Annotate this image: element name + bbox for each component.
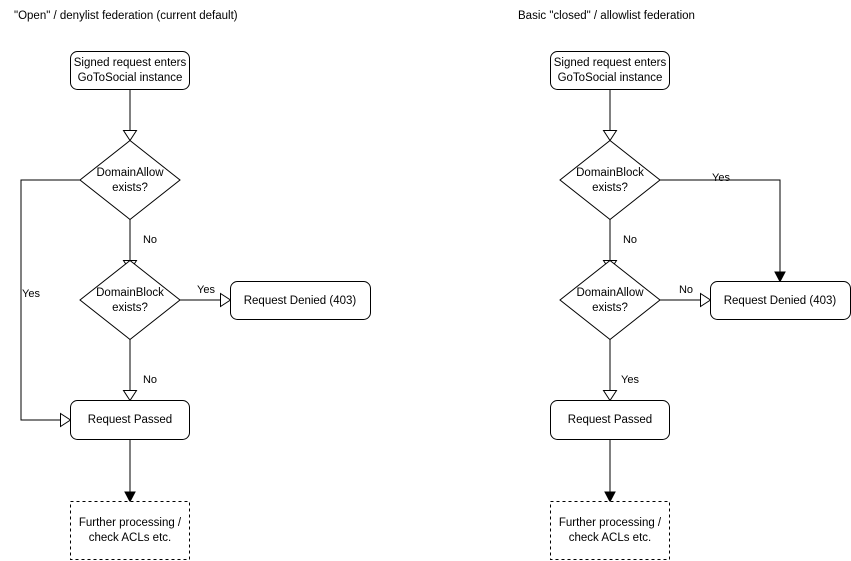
right-edge-start-to-block: [602, 90, 618, 142]
left-passed-node-label: Request Passed: [88, 414, 172, 426]
left-decision-domainblock-label-line2: exists?: [112, 302, 148, 314]
right-decision-domainallow: DomainAllow exists?: [559, 259, 661, 341]
right-decision-domainblock-label-line1: DomainBlock: [576, 167, 644, 179]
right-denied-node: Request Denied (403): [710, 281, 851, 320]
left-edge-passed-to-further: [124, 439, 136, 503]
left-edge-label-allow-yes: Yes: [22, 288, 40, 300]
left-edge-start-to-allow: [122, 90, 138, 142]
right-edge-label-allow-yes: Yes: [621, 374, 639, 386]
left-further-node: Further processing / check ACLs etc.: [70, 501, 190, 560]
left-decision-domainallow-shape: [79, 139, 181, 221]
flowchart-open-denylist: "Open" / denylist federation (current de…: [14, 10, 371, 560]
left-edge-label-block-yes: Yes: [197, 284, 215, 296]
left-decision-domainblock-shape: [79, 259, 181, 341]
right-decision-domainblock: DomainBlock exists?: [559, 139, 661, 221]
right-further-node-label-line1: Further processing /: [559, 517, 662, 529]
left-passed-node: Request Passed: [70, 400, 190, 440]
right-decision-domainblock-shape: [559, 139, 661, 221]
right-start-node-label-line1: Signed request enters: [554, 57, 667, 69]
right-decision-domainallow-label-line1: DomainAllow: [576, 287, 644, 299]
right-edge-block-yes-to-denied: Yes: [660, 172, 786, 283]
left-decision-domainallow-label-line2: exists?: [112, 182, 148, 194]
left-denied-node-label: Request Denied (403): [244, 295, 357, 307]
left-start-node: Signed request enters GoToSocial instanc…: [70, 51, 190, 90]
right-edge-label-allow-no: No: [679, 284, 693, 296]
right-diagram-title: Basic "closed" / allowlist federation: [518, 10, 695, 22]
left-decision-domainallow: DomainAllow exists?: [79, 139, 181, 221]
flowchart-closed-allowlist: Basic "closed" / allowlist federation Si…: [518, 10, 851, 560]
left-edge-block-no-to-passed: No: [122, 339, 157, 402]
right-passed-node: Request Passed: [550, 400, 670, 440]
right-decision-domainblock-label-line2: exists?: [592, 182, 628, 194]
right-start-node-label-line2: GoToSocial instance: [558, 72, 663, 84]
right-denied-node-label: Request Denied (403): [724, 295, 837, 307]
right-edge-label-block-no: No: [623, 234, 637, 246]
right-passed-node-label: Request Passed: [568, 414, 652, 426]
left-decision-domainblock: DomainBlock exists?: [79, 259, 181, 341]
right-further-node-shape: [550, 501, 670, 560]
right-further-node-label-line2: check ACLs etc.: [569, 532, 651, 544]
right-decision-domainallow-shape: [559, 259, 661, 341]
left-diagram-title: "Open" / denylist federation (current de…: [14, 10, 238, 22]
right-decision-domainallow-label-line2: exists?: [592, 302, 628, 314]
left-further-node-label-line1: Further processing /: [79, 517, 182, 529]
right-edge-label-block-yes: Yes: [712, 172, 730, 184]
right-edge-allow-no-to-denied: No: [660, 284, 712, 308]
left-further-node-shape: [70, 501, 190, 560]
left-edge-label-block-no: No: [143, 374, 157, 386]
right-edge-allow-yes-to-passed: Yes: [602, 339, 639, 402]
left-further-node-label-line2: check ACLs etc.: [89, 532, 171, 544]
left-edge-block-yes-to-denied: Yes: [180, 284, 232, 308]
left-start-node-shape: [70, 51, 190, 90]
left-edge-label-allow-no: No: [143, 234, 157, 246]
left-denied-node: Request Denied (403): [230, 281, 371, 320]
left-start-node-label-line2: GoToSocial instance: [78, 72, 183, 84]
right-start-node-shape: [550, 51, 670, 90]
left-denied-node-shape: [230, 281, 371, 320]
right-start-node: Signed request enters GoToSocial instanc…: [550, 51, 670, 90]
right-edge-passed-to-further: [604, 439, 616, 503]
left-decision-domainblock-label-line1: DomainBlock: [96, 287, 164, 299]
left-start-node-label-line1: Signed request enters: [74, 57, 187, 69]
left-decision-domainallow-label-line1: DomainAllow: [96, 167, 164, 179]
left-edge-allow-yes-to-passed: Yes: [20, 179, 80, 428]
right-further-node: Further processing / check ACLs etc.: [550, 501, 670, 560]
